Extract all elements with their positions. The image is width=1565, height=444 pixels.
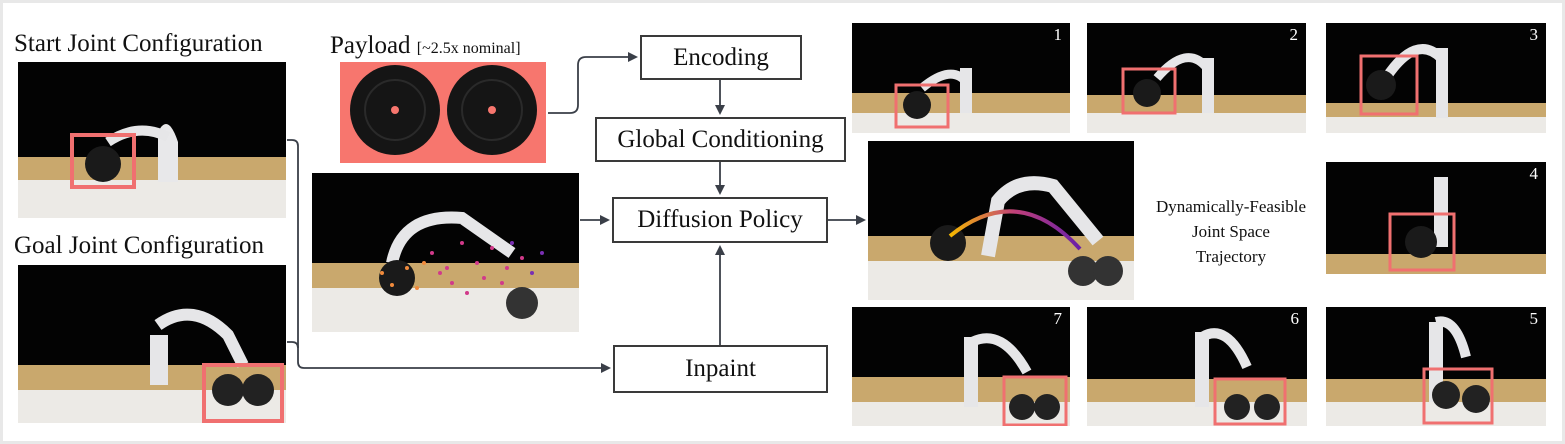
payload-label: Payload [~2.5x nominal] bbox=[330, 32, 521, 60]
payload-image bbox=[340, 62, 546, 163]
global-conditioning-box: Global Conditioning bbox=[595, 117, 846, 162]
goal-config-image bbox=[18, 265, 286, 423]
start-config-label: Start Joint Configuration bbox=[14, 30, 263, 57]
trajectory-label-line2: Joint Space bbox=[1192, 222, 1270, 241]
output-trajectory-image bbox=[868, 141, 1134, 300]
trajectory-label-line1: Dynamically-Feasible bbox=[1155, 197, 1307, 216]
trajectory-frame-2: 2 bbox=[1087, 23, 1306, 133]
trajectory-frame-4: 4 bbox=[1326, 162, 1546, 274]
payload-note: [~2.5x nominal] bbox=[416, 40, 521, 57]
frame-1-number: 1 bbox=[1053, 25, 1063, 44]
start-config-image bbox=[18, 62, 286, 218]
trajectory-frame-7: 7 bbox=[852, 307, 1070, 426]
noisy-trajectory-image bbox=[312, 173, 579, 332]
trajectory-label-line3: Trajectory bbox=[1195, 247, 1267, 266]
trajectory-frame-1: 1 bbox=[852, 23, 1070, 133]
frame-4-number: 4 bbox=[1529, 164, 1539, 183]
frame-2-number: 2 bbox=[1289, 25, 1299, 44]
frame-3-number: 3 bbox=[1529, 25, 1539, 44]
encoding-box: Encoding bbox=[640, 35, 802, 80]
trajectory-frame-3: 3 bbox=[1326, 23, 1546, 133]
trajectory-frame-6: 6 bbox=[1087, 307, 1307, 426]
frame-7-number: 7 bbox=[1053, 309, 1063, 328]
payload-title: Payload bbox=[330, 32, 411, 59]
frame-6-number: 6 bbox=[1290, 309, 1300, 328]
goal-config-label: Goal Joint Configuration bbox=[14, 232, 264, 259]
frame-5-number: 5 bbox=[1529, 309, 1539, 328]
inpaint-box: Inpaint bbox=[613, 345, 828, 393]
trajectory-frame-5: 5 bbox=[1326, 307, 1546, 426]
trajectory-label: Dynamically-Feasible Joint Space Traject… bbox=[1136, 194, 1326, 269]
diffusion-policy-box: Diffusion Policy bbox=[612, 197, 828, 243]
